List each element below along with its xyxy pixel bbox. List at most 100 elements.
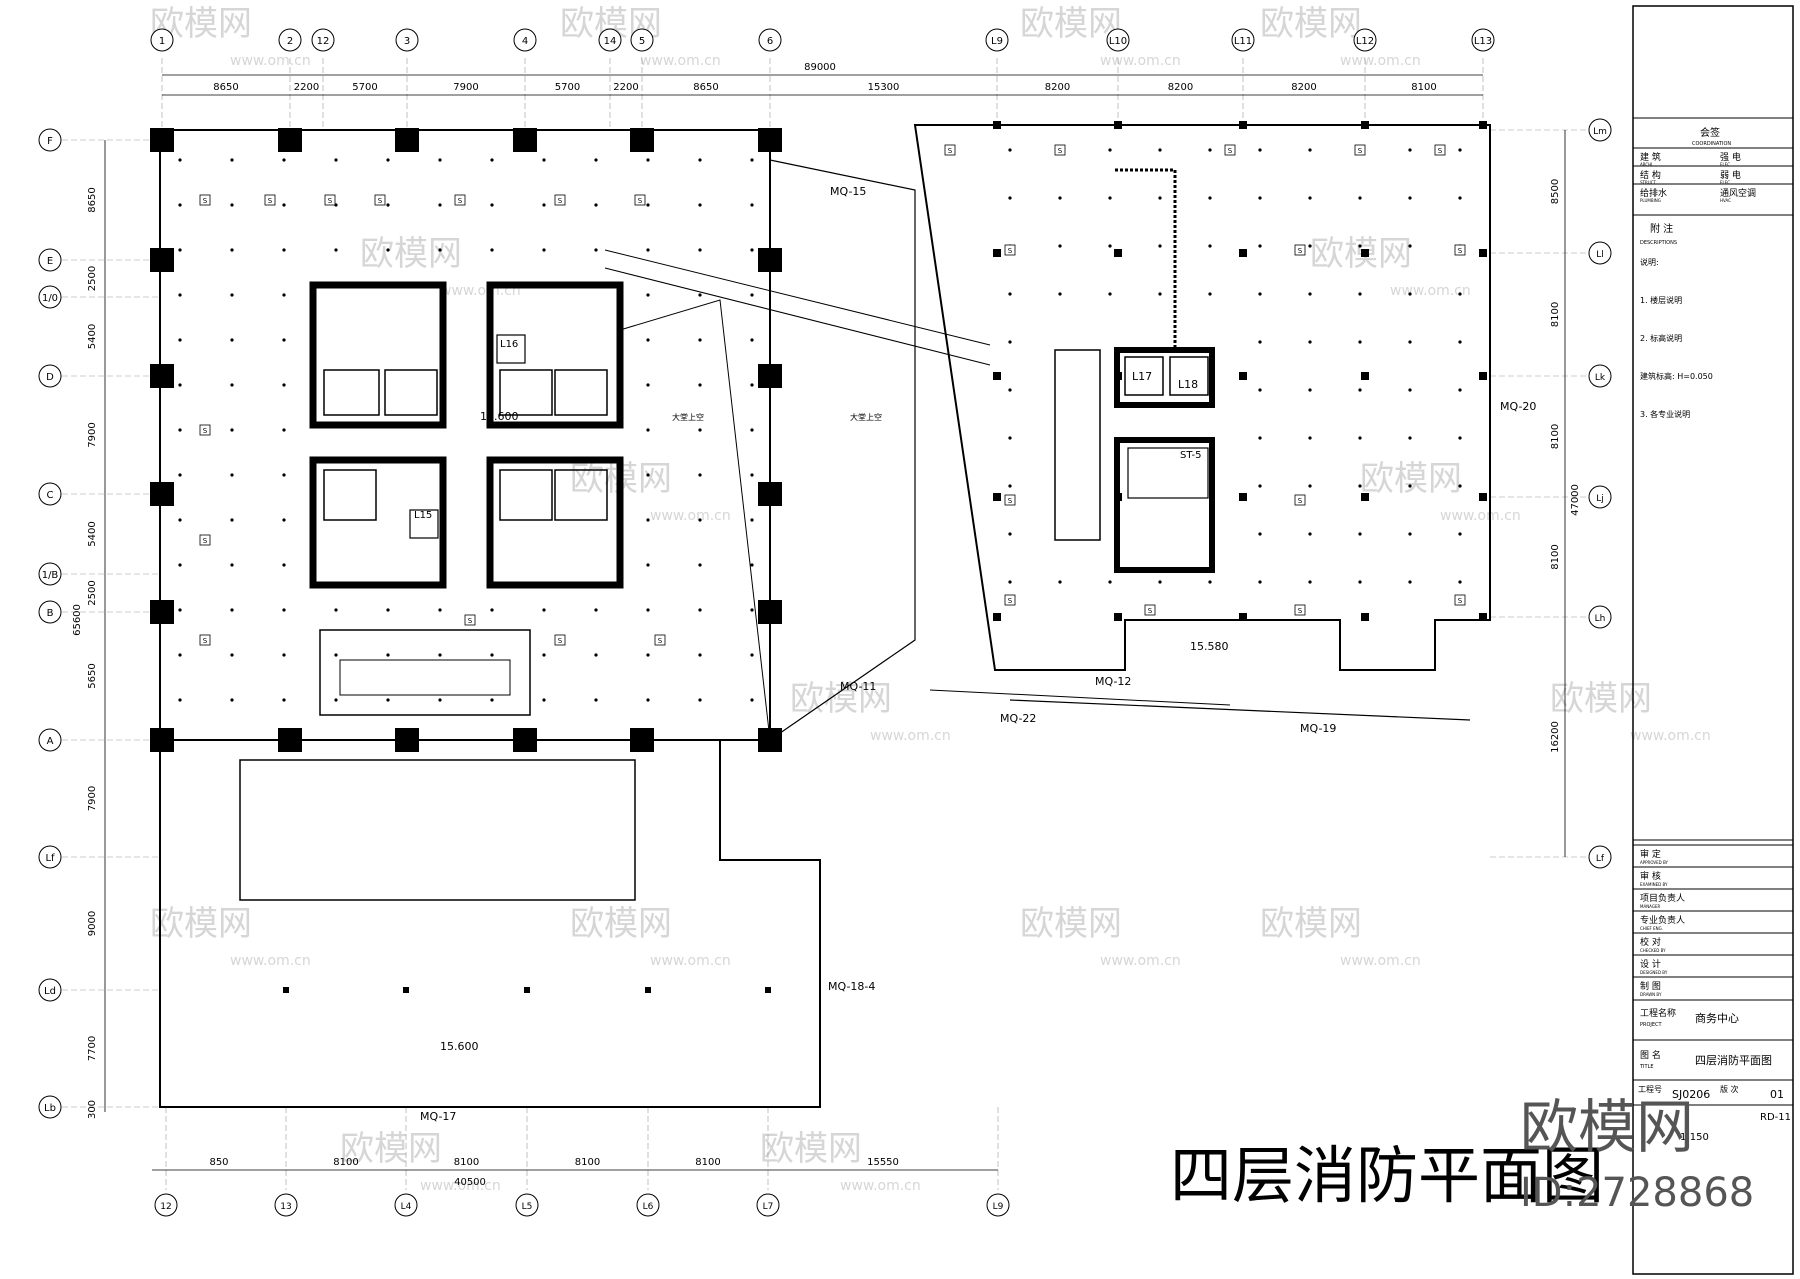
watermark-brand: 欧模网: [150, 904, 252, 944]
smoke-detector-mark: S: [638, 197, 643, 205]
sprinkler-head: [698, 338, 702, 342]
sprinkler-head: [1358, 436, 1362, 440]
sprinkler-head: [750, 653, 754, 657]
smoke-detector-mark: S: [203, 537, 208, 545]
sprinkler-head: [282, 383, 286, 387]
sprinkler-head: [698, 698, 702, 702]
sprinkler-head: [698, 158, 702, 162]
smoke-detector-symbol: [1454, 594, 1466, 606]
sprinkler-head: [1408, 196, 1412, 200]
sprinkler-head: [1108, 148, 1112, 152]
grid-label-right: Ll: [1596, 250, 1604, 260]
smoke-detector-symbol: [1144, 604, 1156, 616]
column-small: [1239, 493, 1247, 501]
sprinkler-head: [178, 473, 182, 477]
sprinkler-head: [646, 383, 650, 387]
smoke-detector-mark: S: [468, 617, 473, 625]
watermark-url: www.om.cn: [230, 53, 311, 69]
sprinkler-head: [646, 608, 650, 612]
smoke-detector-mark: S: [558, 197, 563, 205]
grid-bubble-bottom: [636, 1193, 660, 1217]
approval-role: 审 核: [1640, 870, 1661, 882]
note-line: 1. 楼层说明: [1640, 295, 1682, 305]
dim-top: 8650: [693, 82, 718, 93]
sprinkler-head: [1408, 340, 1412, 344]
column-small: [1479, 249, 1487, 257]
sprinkler-head: [230, 563, 234, 567]
approval-role: 专业负责人: [1640, 914, 1685, 926]
dim-right: 16200: [1550, 721, 1561, 753]
dim-right: 8100: [1550, 424, 1561, 449]
sprinkler-head: [646, 473, 650, 477]
approval-role-en: CHIEF ENG.: [1640, 926, 1663, 931]
grid-label-left: D: [46, 372, 54, 383]
watermark-brand: 欧模网: [1260, 4, 1362, 44]
column-small: [1239, 372, 1247, 380]
sprinkler-head: [490, 203, 494, 207]
sign-title-en: COORDINATION: [1692, 141, 1731, 147]
sprinkler-head: [1408, 484, 1412, 488]
grid-label-top: 14: [604, 36, 617, 47]
dim-right: 8500: [1550, 179, 1561, 204]
grid-bubble-top: [278, 28, 302, 52]
grid-bubble-left: [38, 1095, 62, 1119]
sign-role-en: PLUMBING: [1640, 198, 1661, 203]
sprinkler-head: [230, 158, 234, 162]
watermark-url: www.om.cn: [1390, 283, 1471, 299]
sprinkler-head: [1258, 196, 1262, 200]
sprinkler-head: [1108, 580, 1112, 584]
sprinkler-head: [1258, 340, 1262, 344]
sprinkler-head: [282, 338, 286, 342]
label-mq20: MQ-20: [1500, 400, 1536, 413]
smoke-detector-symbol: [1454, 244, 1466, 256]
grid-bubble-right: [1588, 118, 1612, 142]
smoke-detector-mark: S: [1298, 607, 1303, 615]
smoke-detector-mark: S: [203, 197, 208, 205]
sprinkler-head: [1458, 580, 1462, 584]
sprinkler-head: [1008, 292, 1012, 296]
column: [758, 248, 782, 272]
sprinkler-head: [438, 158, 442, 162]
column: [758, 728, 782, 752]
column: [395, 128, 419, 152]
smoke-detector-symbol: [264, 194, 276, 206]
dim-top: 7900: [453, 82, 478, 93]
sprinkler-head: [1308, 196, 1312, 200]
sprinkler-head: [1158, 580, 1162, 584]
sprinkler-head: [334, 248, 338, 252]
grid-label-right: Lj: [1596, 494, 1604, 504]
sprinkler-head: [230, 518, 234, 522]
smoke-detector-mark: S: [268, 197, 273, 205]
sprinkler-head: [178, 383, 182, 387]
column: [630, 128, 654, 152]
sprinkler-head: [386, 248, 390, 252]
sprinkler-head: [1458, 292, 1462, 296]
grid-label-left: 1/0: [42, 293, 58, 304]
grid-label-left: 1/B: [42, 570, 59, 581]
grid-bubble-left: [38, 728, 62, 752]
label-l17: L17: [1132, 370, 1152, 383]
sprinkler-head: [490, 158, 494, 162]
sprinkler-head: [490, 608, 494, 612]
dim-bottom: 8100: [333, 1157, 358, 1168]
label-elevation-2: 15.580: [1190, 640, 1229, 653]
column: [278, 728, 302, 752]
smoke-detector-symbol: [1004, 494, 1016, 506]
grid-bubble-bottom: [154, 1193, 178, 1217]
sprinkler-head: [698, 653, 702, 657]
watermark-url: www.om.cn: [650, 508, 731, 524]
grid-bubble-left: [38, 285, 62, 309]
dim-top: 5700: [352, 82, 377, 93]
grid-label-top: L10: [1109, 36, 1127, 47]
smoke-detector-mark: S: [378, 197, 383, 205]
grid-label-right: Lh: [1595, 614, 1606, 624]
column-small: [1114, 613, 1122, 621]
sprinkler-head: [1358, 196, 1362, 200]
dim-bottom: 8100: [575, 1157, 600, 1168]
sprinkler-head: [1308, 484, 1312, 488]
dim-top: 8200: [1291, 82, 1316, 93]
sign-role: 通风空调: [1720, 187, 1756, 199]
sprinkler-head: [1458, 388, 1462, 392]
watermark-brand: 欧模网: [1020, 904, 1122, 944]
